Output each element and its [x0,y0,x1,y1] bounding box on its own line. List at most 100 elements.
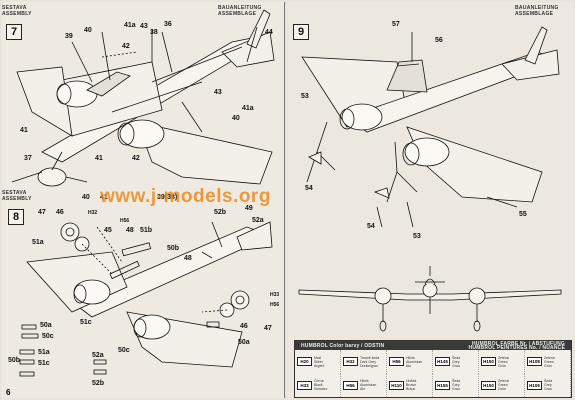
callout-label: 44 [265,29,273,36]
callout-label: 46 [56,209,64,216]
paint-names: Šedá Grey Grau [452,379,461,392]
step-7-header-left-top: SESTAVA ASSEMBLY [2,5,32,17]
paint-ref: H56 [270,302,279,308]
step-9-header: BAUANLEITUNG ASSEMBLAGE [515,5,559,17]
callout-label: 57 [392,21,400,28]
callout-label: 49 [245,205,253,212]
paint-code: H20 [297,357,312,367]
step-9-number: 9 [293,24,309,40]
callout-label: 36 [164,21,172,28]
callout-label: 54 [367,223,375,230]
part-label: 52b [92,380,104,387]
paint-code: H155 [435,380,450,390]
paint-code: H110 [389,380,404,390]
callout-label: 52b [214,209,226,216]
paint-names: Matt Silber Argent [314,355,325,368]
callout-label: 51a [32,239,44,246]
step-8-drawing: 47 46 H32 H56 45 48 52b 49 52a 51a 51b 5… [8,205,279,387]
callout-label: 47 [264,325,272,332]
callout-label: 43 [214,89,222,96]
paint-names: Černá Black Schwarz [314,379,328,392]
paint-code: H145 [435,357,450,367]
callout-label: 41a [124,22,136,29]
paint-code: H150 [481,380,496,390]
step-9-drawing: 57 56 53 54 55 54 53 [301,21,560,240]
paint-names: Hnědá Brown Braun [406,379,417,392]
paint-names: Hliník Aluminium Alu [360,379,377,392]
paint-names: Tmavě šedá Dark Grey Dunkelgrau [360,355,380,368]
paint-ref: H32 [88,210,97,216]
callout-label: 48 [126,227,134,234]
step-7-drawing: 40 41a 43 36 39 42 38 44 43 41a 40 41 41… [11,9,275,201]
callout-label: 45 [104,227,112,234]
callout-label: 50a [238,339,250,346]
paint-names: Hliník Aluminium Alu [406,355,423,368]
color-table-header-left: HUMBROL Color barvy / ODSTIN [301,342,385,349]
part-label: 51a [38,349,50,356]
part-label: 51c [38,360,50,367]
paint-code: H108 [527,357,542,367]
paint-ref: H56 [120,218,129,224]
callout-label: 56 [435,37,443,44]
callout-label: 39(38) [157,194,177,201]
callout-label: 53 [413,233,421,240]
step-8-callouts: 47 46 H32 H56 45 48 52b 49 52a 51a 51b 5… [8,205,279,387]
paint-code: H106 [527,380,542,390]
step-8-header: SESTAVA ASSEMBLY [2,190,32,202]
paint-code: H33 [297,380,312,390]
callout-label: 41a [242,105,254,112]
callout-label: 42 [132,155,140,162]
callout-label: 39 [65,33,73,40]
callout-label: 41 [100,194,108,201]
color-table-header-right: HUMBROL FARBE Nr. / ABSTUFUNG HUMBROL PE… [468,340,565,351]
part-label: 50c [42,333,54,340]
part-label: 52a [92,352,104,359]
color-table: HUMBROL Color barvy / ODSTIN HUMBROL FAR… [294,340,572,398]
paint-names: Zelená Green Grün [544,355,555,368]
step-7-header-right: BAUANLEITUNG ASSEMBLAGE [218,5,262,17]
paint-names: Šedá Grey Grau [452,355,461,368]
callout-label: 38 [150,29,158,36]
right-page: 9 BAUANLEITUNG ASSEMBLAGE [287,2,573,398]
step-7-number: 7 [6,24,22,40]
callout-label: 48 [184,255,192,262]
callout-label: 51b [140,227,152,234]
step-8-number: 8 [8,209,24,225]
callout-label: 55 [519,211,527,218]
callout-label: 50c [118,347,130,354]
paint-names: Zelená Green Grün [498,379,509,392]
callout-label: 40 [84,27,92,34]
step-9-callouts: 57 56 53 54 55 54 53 [301,21,527,240]
callout-label: 50b [167,245,179,252]
callout-label: 51c [80,319,92,326]
callout-label: 54 [305,185,313,192]
callout-label: 52a [252,217,264,224]
callout-label: 47 [38,209,46,216]
callout-label: 40 [82,194,90,201]
paint-code: H32 [343,357,358,367]
left-page: 7 SESTAVA ASSEMBLY BAUANLEITUNG ASSEMBLA… [2,2,285,398]
paint-code: H56 [343,380,358,390]
watermark-text: www.j-models.org [100,186,271,207]
part-label: 50b [8,357,20,364]
callout-label: 37 [24,155,32,162]
callout-label: 46 [240,323,248,330]
callout-label: 41 [20,127,28,134]
callout-label: 40 [232,115,240,122]
paint-ref: H33 [270,292,279,298]
paint-code: H56 [389,357,404,367]
step-7-callouts: 40 41a 43 36 39 42 38 44 43 41a 40 41 41… [20,21,273,201]
